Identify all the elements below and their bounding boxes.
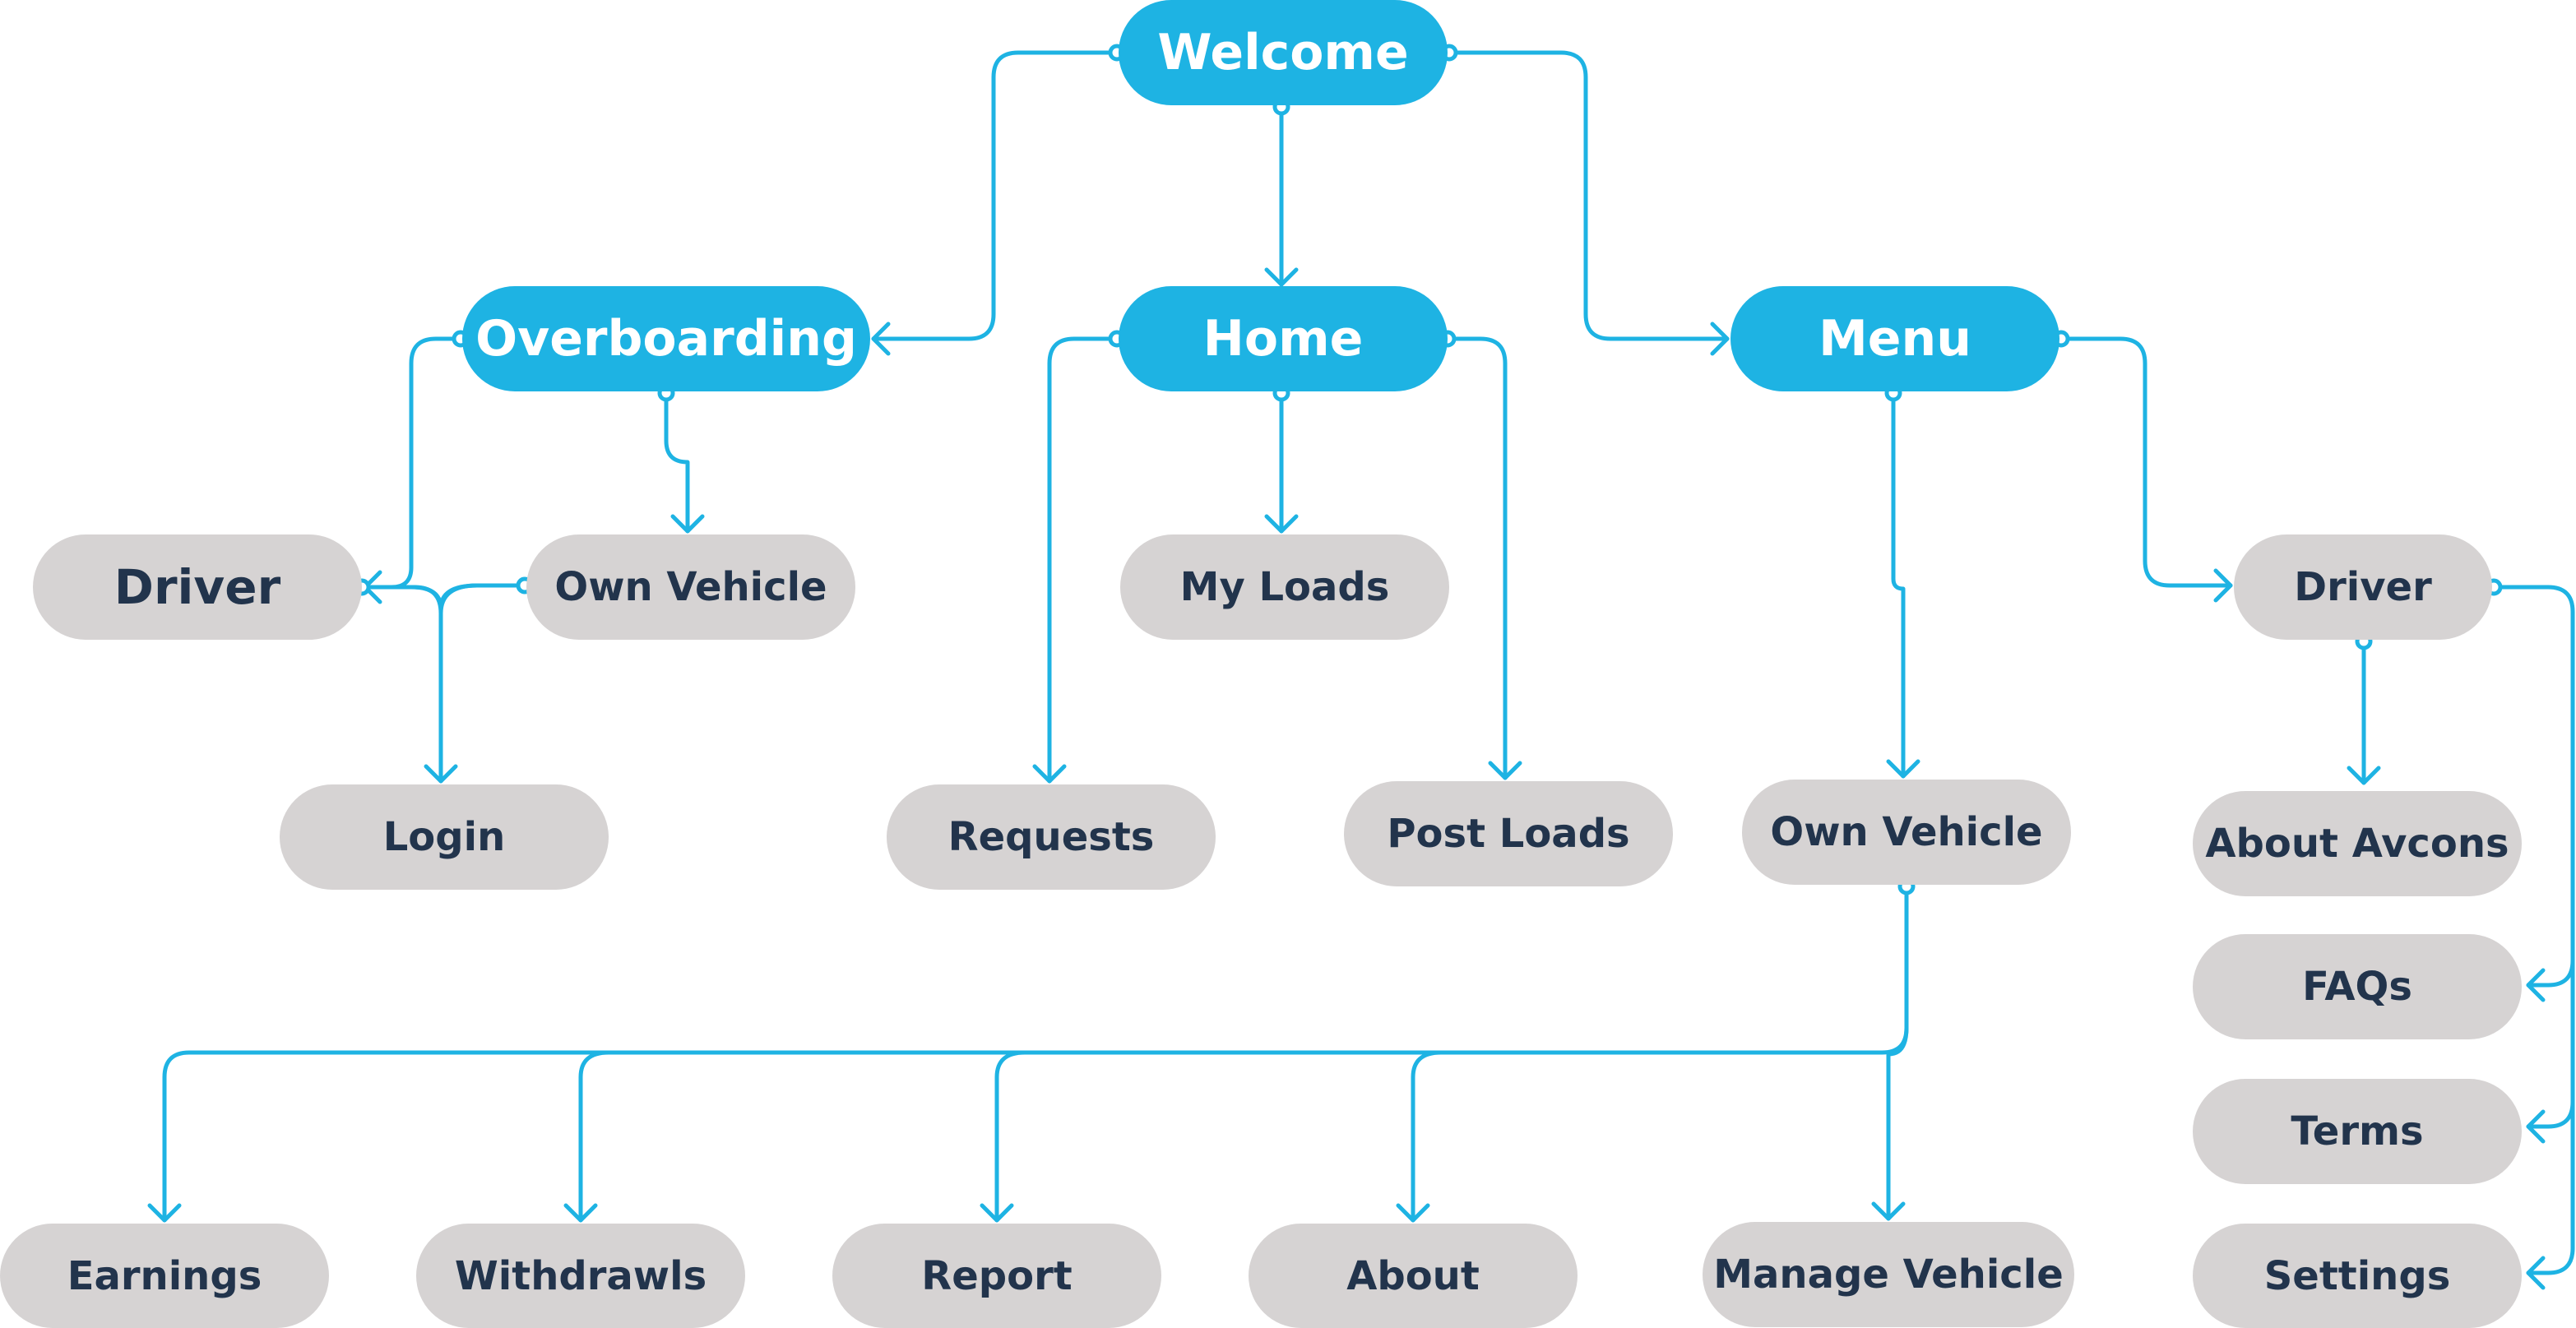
arrowhead-report (980, 1203, 1014, 1223)
arrowhead-manage_vehicle (1871, 1201, 1906, 1221)
arrowhead-driver_right (2213, 568, 2233, 603)
arrowhead-requests (1032, 764, 1067, 784)
arrowhead-home (1264, 267, 1299, 287)
connector-own_vehicle_top-to-login (438, 583, 527, 616)
arrowhead-withdrawls (563, 1203, 598, 1223)
node-menu: Menu (1730, 286, 2059, 391)
arrowhead-settings (2526, 1256, 2546, 1290)
node-label: Overboarding (475, 310, 857, 368)
arrowhead-login (424, 764, 458, 784)
connector-own_vehicle_menu-to-earnings (162, 884, 1909, 1223)
connector-driver_left-to-login (359, 585, 443, 784)
arrowhead-about_avcons (2347, 766, 2381, 785)
node-label: Own Vehicle (554, 564, 827, 610)
arrowhead-menu (1710, 322, 1730, 356)
node-label: Home (1202, 310, 1364, 368)
node-about: About (1249, 1224, 1578, 1328)
node-manage-vehicle: Manage Vehicle (1703, 1222, 2074, 1327)
connector-menu-to-own_vehicle_menu (1891, 391, 1906, 779)
node-label: Requests (947, 814, 1155, 860)
node-faqs: FAQs (2193, 934, 2522, 1039)
node-home: Home (1119, 286, 1448, 391)
node-label: Driver (114, 559, 281, 615)
connector-overboarding-to-own_vehicle_top (664, 391, 690, 534)
node-label: Own Vehicle (1770, 809, 2043, 855)
node-label: Post Loads (1387, 811, 1630, 857)
connector-home-to-post_loads (1445, 336, 1508, 780)
connector-own_vehicle_menu-to-manage_vehicle (1886, 1025, 1909, 1221)
node-terms: Terms (2193, 1079, 2522, 1184)
node-overboarding: Overboarding (462, 286, 870, 391)
node-label: About Avcons (2205, 821, 2509, 867)
node-earnings: Earnings (0, 1224, 329, 1328)
node-about-avcons: About Avcons (2193, 791, 2522, 896)
connector-own_vehicle_menu-to-report (994, 1050, 1027, 1223)
connector-own_vehicle_menu-to-withdrawls (578, 1050, 611, 1223)
node-label: My Loads (1179, 564, 1390, 610)
node-driver-menu: Driver (2234, 534, 2492, 640)
arrowhead-post_loads (1488, 761, 1522, 780)
node-label: Earnings (67, 1252, 262, 1299)
connector-driver_right-to-settings (2526, 1099, 2575, 1275)
node-own-vehicle-menu: Own Vehicle (1742, 780, 2071, 885)
arrowhead-overboarding (871, 322, 891, 356)
arrowhead-own_vehicle_top (670, 514, 705, 534)
node-driver-onboarding: Driver (33, 534, 362, 640)
node-report: Report (832, 1224, 1161, 1328)
arrowhead-my_loads (1264, 514, 1299, 534)
node-settings: Settings (2193, 1224, 2522, 1328)
node-requests: Requests (887, 784, 1216, 890)
node-label: Welcome (1157, 24, 1409, 81)
node-label: Withdrawls (454, 1252, 707, 1299)
node-label: About (1346, 1252, 1480, 1299)
node-label: Terms (2291, 1108, 2424, 1154)
arrowhead-about (1396, 1203, 1430, 1223)
node-label: FAQs (2302, 964, 2412, 1010)
connector-driver_right-to-faqs (2491, 585, 2575, 988)
arrowhead-earnings (147, 1203, 182, 1223)
arrowhead-faqs (2526, 968, 2546, 1002)
node-login: Login (280, 784, 609, 890)
arrowhead-own_vehicle_menu (1886, 759, 1920, 779)
connector-overboarding-to-driver_left (363, 336, 463, 590)
node-own-vehicle-onboarding: Own Vehicle (526, 534, 855, 640)
node-label: Report (921, 1252, 1073, 1299)
node-post-loads: Post Loads (1344, 781, 1673, 886)
node-label: Manage Vehicle (1713, 1252, 2064, 1298)
connector-home-to-requests (1047, 336, 1119, 784)
node-label: Login (382, 814, 506, 860)
node-my-loads: My Loads (1120, 534, 1449, 640)
connector-welcome-to-menu (1447, 50, 1730, 341)
node-label: Menu (1818, 310, 1971, 368)
connector-welcome-to-overboarding (871, 50, 1119, 341)
connector-menu-to-driver_right (2059, 336, 2233, 588)
arrowhead-terms (2526, 1109, 2546, 1144)
node-withdrawls: Withdrawls (416, 1224, 745, 1328)
node-label: Settings (2263, 1252, 2451, 1299)
node-welcome: Welcome (1119, 0, 1448, 105)
node-label: Driver (2294, 564, 2432, 610)
connector-own_vehicle_menu-to-about (1411, 1050, 1443, 1223)
